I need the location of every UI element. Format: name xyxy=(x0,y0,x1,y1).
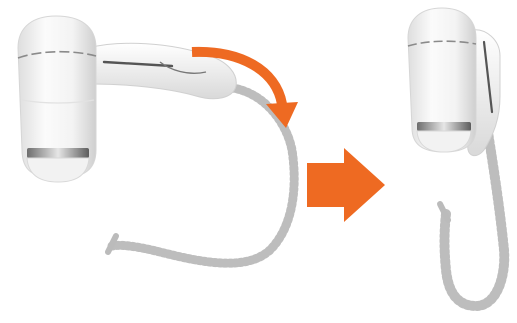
chrome-ring xyxy=(27,148,89,158)
chrome-ring-folded xyxy=(417,122,471,131)
arrow-right-icon xyxy=(307,148,385,222)
coiled-cord xyxy=(108,88,294,263)
hair-dryer-extended-icon xyxy=(18,16,294,263)
hair-dryer-folded-icon xyxy=(408,8,504,306)
